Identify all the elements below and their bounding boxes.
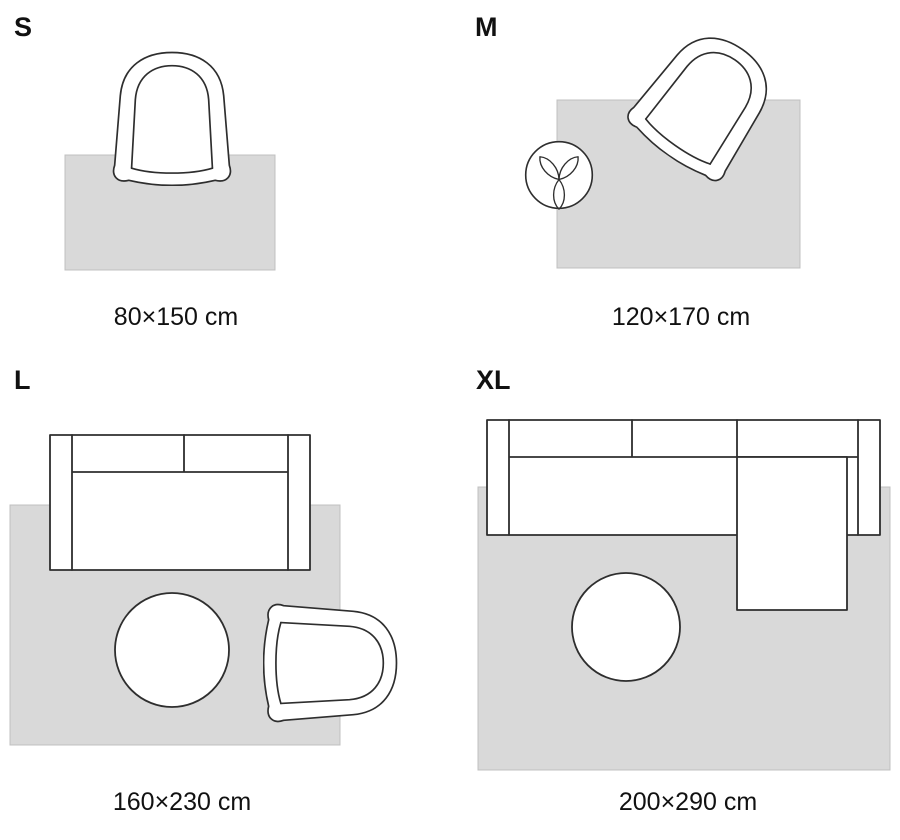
chaise-section: [736, 456, 848, 611]
sofa-icon: [49, 434, 311, 571]
coffee-table-icon: [114, 592, 230, 708]
size-label-l: 160×230 cm: [112, 788, 252, 816]
size-letter-s: S: [14, 12, 33, 42]
panel-size-m: M 120×170 cm: [450, 0, 900, 345]
plant-icon: [524, 140, 594, 211]
size-label-s: 80×150 cm: [113, 303, 239, 331]
panel-size-l: L 160×230 cm: [0, 345, 450, 840]
panel-size-xl: XL 200×290 cm: [450, 345, 900, 840]
sectional-sofa-icon: [486, 419, 881, 611]
size-label-xl: 200×290 cm: [618, 788, 758, 816]
illustration-xl: [477, 419, 891, 771]
size-letter-m: M: [475, 12, 498, 42]
coffee-table-icon: [571, 572, 681, 682]
illustration-s: [64, 51, 276, 271]
armchair-icon: [263, 603, 398, 723]
armchair-icon: [112, 51, 232, 186]
illustration-l: [9, 434, 398, 746]
size-letter-xl: XL: [476, 365, 511, 395]
illustration-m: [524, 16, 801, 269]
size-letter-l: L: [14, 365, 31, 395]
panel-size-s: S 80×150 cm: [0, 0, 450, 345]
size-label-m: 120×170 cm: [611, 303, 751, 331]
